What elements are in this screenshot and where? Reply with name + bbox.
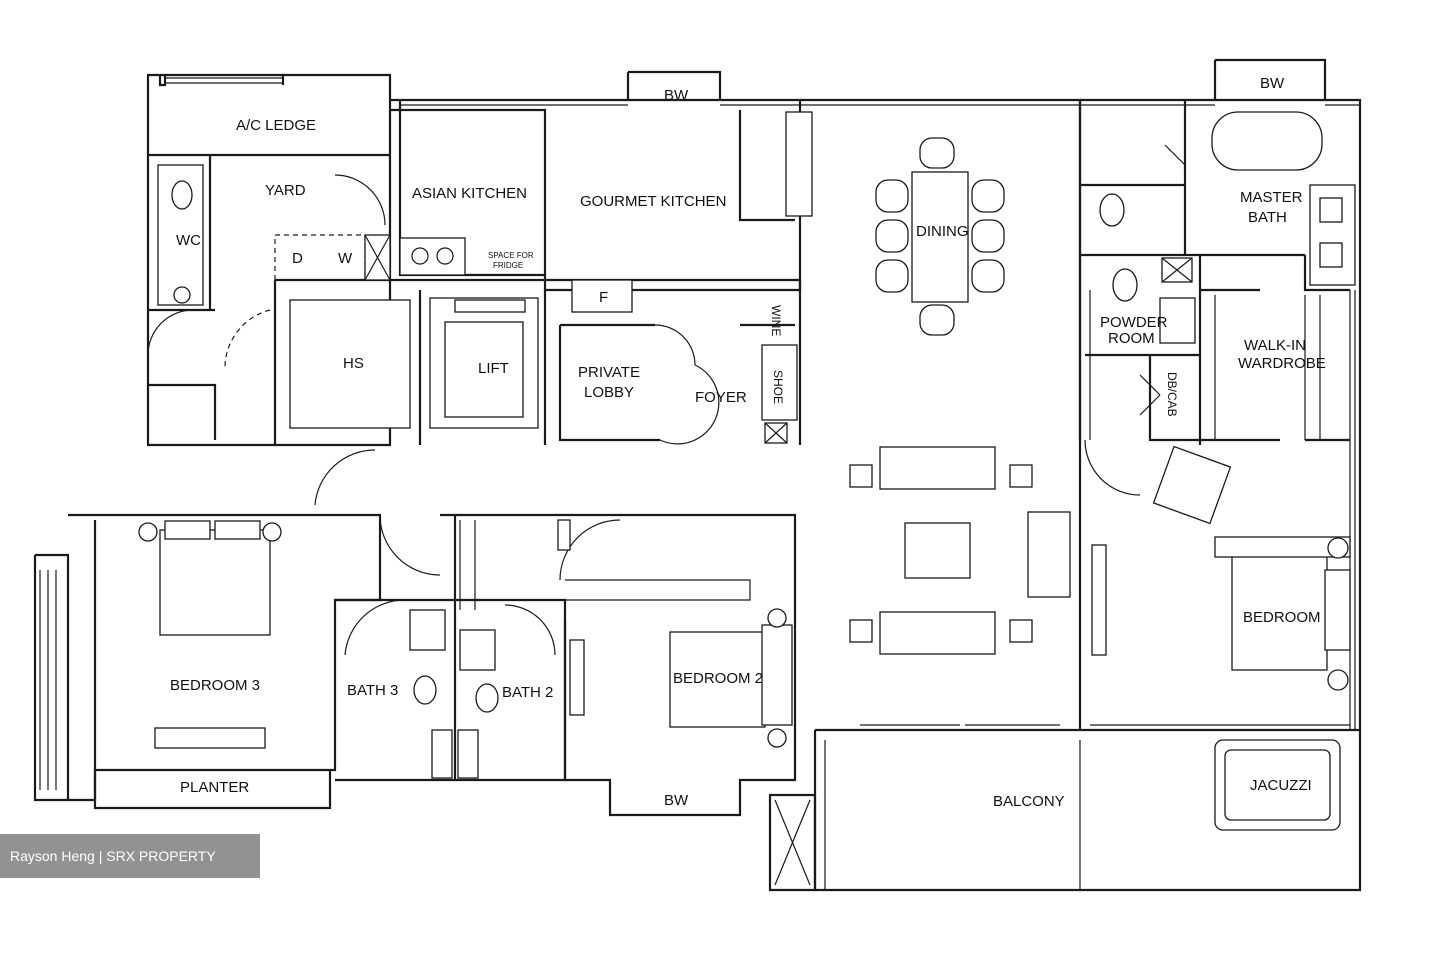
label-master-bath-1: MASTER	[1240, 189, 1303, 206]
label-bedroom-3: BEDROOM 3	[170, 677, 260, 694]
label-space-for-fridge-1: SPACE FOR	[488, 251, 534, 260]
label-bedroom-2: BEDROOM 2	[673, 670, 763, 687]
label-d: D	[292, 250, 303, 267]
label-master-bath-2: BATH	[1248, 209, 1287, 226]
label-lift: LIFT	[478, 360, 509, 377]
label-balcony: BALCONY	[993, 793, 1065, 810]
label-walk-in-2: WARDROBE	[1238, 355, 1326, 372]
room-labels: A/C LEDGE YARD WC ASIAN KITCHEN GOURMET …	[170, 75, 1326, 810]
label-hs: HS	[343, 355, 364, 372]
label-jacuzzi: JACUZZI	[1250, 777, 1312, 794]
doors	[147, 144, 1186, 656]
label-ac-ledge: A/C LEDGE	[236, 117, 316, 134]
label-powder-room-2: ROOM	[1108, 330, 1155, 347]
label-bw-master: BW	[1260, 75, 1285, 92]
label-space-for-fridge-2: FRIDGE	[493, 261, 523, 270]
label-w: W	[338, 250, 353, 267]
label-dining: DINING	[916, 223, 969, 240]
watermark-banner: Rayson Heng | SRX PROPERTY	[0, 834, 260, 878]
windows	[39, 77, 1360, 790]
fixtures	[138, 111, 1356, 890]
label-yard: YARD	[265, 182, 306, 199]
walls	[33, 58, 1362, 892]
label-shoe: SHOE	[771, 370, 785, 404]
label-bw-bottom: BW	[664, 792, 689, 809]
label-powder-room-1: POWDER	[1100, 314, 1168, 331]
label-asian-kitchen: ASIAN KITCHEN	[412, 185, 527, 202]
label-db-cab: DB/CAB	[1165, 372, 1179, 417]
label-bw-top: BW	[664, 87, 689, 104]
label-foyer: FOYER	[695, 389, 747, 406]
label-wine: WINE	[769, 305, 783, 336]
label-f: F	[599, 289, 608, 306]
label-bath-2: BATH 2	[502, 684, 553, 701]
label-private-lobby-2: LOBBY	[584, 384, 634, 401]
label-wc: WC	[176, 232, 201, 249]
label-private-lobby-1: PRIVATE	[578, 364, 640, 381]
label-gourmet-kitchen: GOURMET KITCHEN	[580, 193, 726, 210]
label-planter: PLANTER	[180, 779, 249, 796]
label-bath-3: BATH 3	[347, 682, 398, 699]
label-walk-in-1: WALK-IN	[1244, 337, 1306, 354]
label-master-bedroom: BEDROOM	[1243, 609, 1321, 626]
